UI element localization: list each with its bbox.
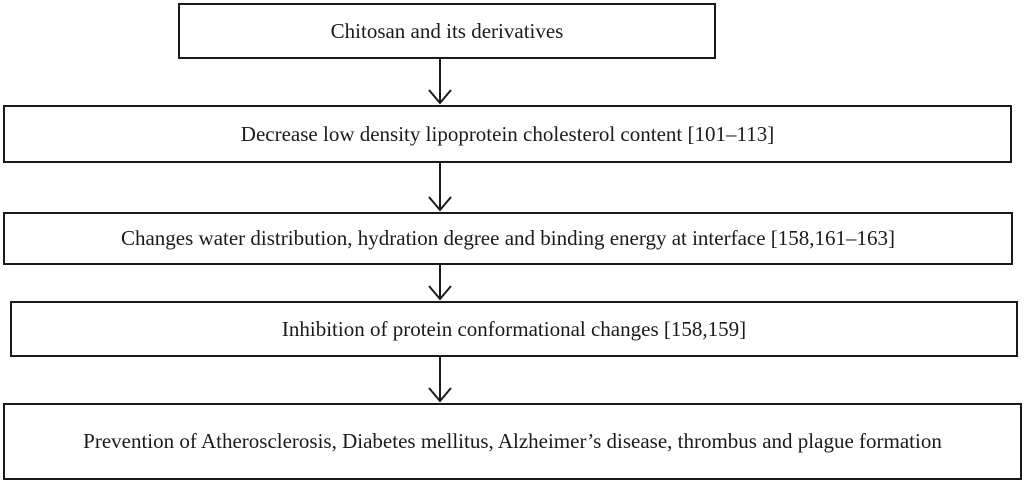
flowchart-node-protein-inhibition: Inhibition of protein conformational cha… — [10, 301, 1018, 357]
down-arrow-icon — [428, 59, 452, 105]
flowchart-node-water-distribution: Changes water distribution, hydration de… — [3, 212, 1013, 265]
down-arrow-icon — [428, 357, 452, 403]
down-arrow-icon — [428, 163, 452, 212]
flowchart-node-chitosan: Chitosan and its derivatives — [178, 3, 716, 59]
down-arrow-icon — [428, 265, 452, 301]
flowchart-node-disease-prevention: Prevention of Atherosclerosis, Diabetes … — [3, 403, 1022, 480]
flowchart-node-ldl-cholesterol: Decrease low density lipoprotein cholest… — [3, 105, 1012, 163]
